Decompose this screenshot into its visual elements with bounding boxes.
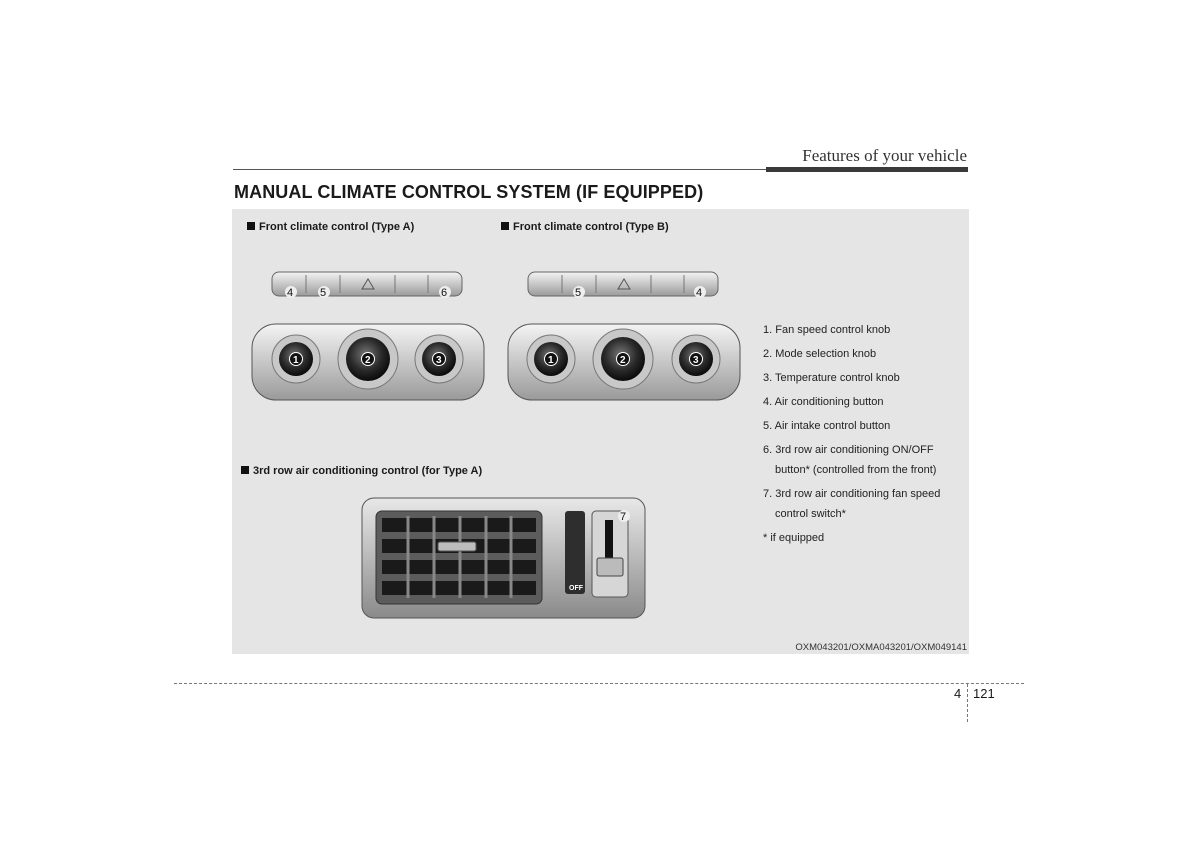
callout-4: 4 [287,287,293,299]
svg-text:2: 2 [365,355,371,366]
legend-item-cont: control switch* [775,508,846,520]
figure-code: OXM043201/OXMA043201/OXM049141 [795,642,967,653]
legend-footnote: * if equipped [763,532,825,544]
section-title: MANUAL CLIMATE CONTROL SYSTEM (IF EQUIPP… [234,182,704,202]
chapter-number: 4 [954,686,962,701]
svg-text:3: 3 [693,355,699,366]
svg-text:1: 1 [548,355,554,366]
caption-third-row: 3rd row air conditioning control (for Ty… [241,465,482,477]
legend-item: 5. Air intake control button [763,420,891,432]
legend-list: 1. Fan speed control knob 2. Mode select… [763,318,940,550]
callout-5: 5 [320,287,326,299]
hazard-icon [617,278,631,290]
callout-6: 6 [441,287,447,299]
off-label: OFF [569,585,584,592]
footer-rule [174,683,1024,684]
bullet-square [501,222,509,230]
type-a-button-strip [271,271,463,297]
footer-divider [967,684,968,722]
legend-item: 6. 3rd row air conditioning ON/OFF [763,444,934,456]
legend-item: 3. Temperature control knob [763,372,900,384]
page-number: 121 [973,686,995,701]
callout-4: 4 [696,287,702,299]
running-header: Features of your vehicle [802,146,967,165]
hazard-icon [361,278,375,290]
header-rule [233,169,968,170]
type-a-knob-panel: 1 2 3 [251,323,485,401]
legend-item: 2. Mode selection knob [763,348,877,360]
header-rule-accent [766,167,968,172]
svg-text:2: 2 [620,355,626,366]
legend-item-cont: button* (controlled from the front) [775,464,937,476]
callout-5: 5 [575,287,581,299]
type-b-button-strip [527,271,719,297]
bullet-square [247,222,255,230]
fan-speed-slider [596,557,624,577]
type-a-callouts: 4 5 6 [285,286,451,299]
legend-item: 4. Air conditioning button [763,396,884,408]
caption-type-b: Front climate control (Type B) [501,221,669,233]
svg-text:3: 3 [436,355,442,366]
svg-text:1: 1 [293,355,299,366]
type-b-callouts: 5 4 [573,286,706,299]
legend-item: 7. 3rd row air conditioning fan speed [763,488,941,500]
legend-item: 1. Fan speed control knob [763,324,891,336]
bullet-square [241,466,249,474]
type-b-knob-panel: 1 2 3 [507,323,741,401]
third-row-vent: OFF 7 [361,497,646,619]
caption-type-a: Front climate control (Type A) [247,221,414,233]
callout-7: 7 [620,511,626,523]
